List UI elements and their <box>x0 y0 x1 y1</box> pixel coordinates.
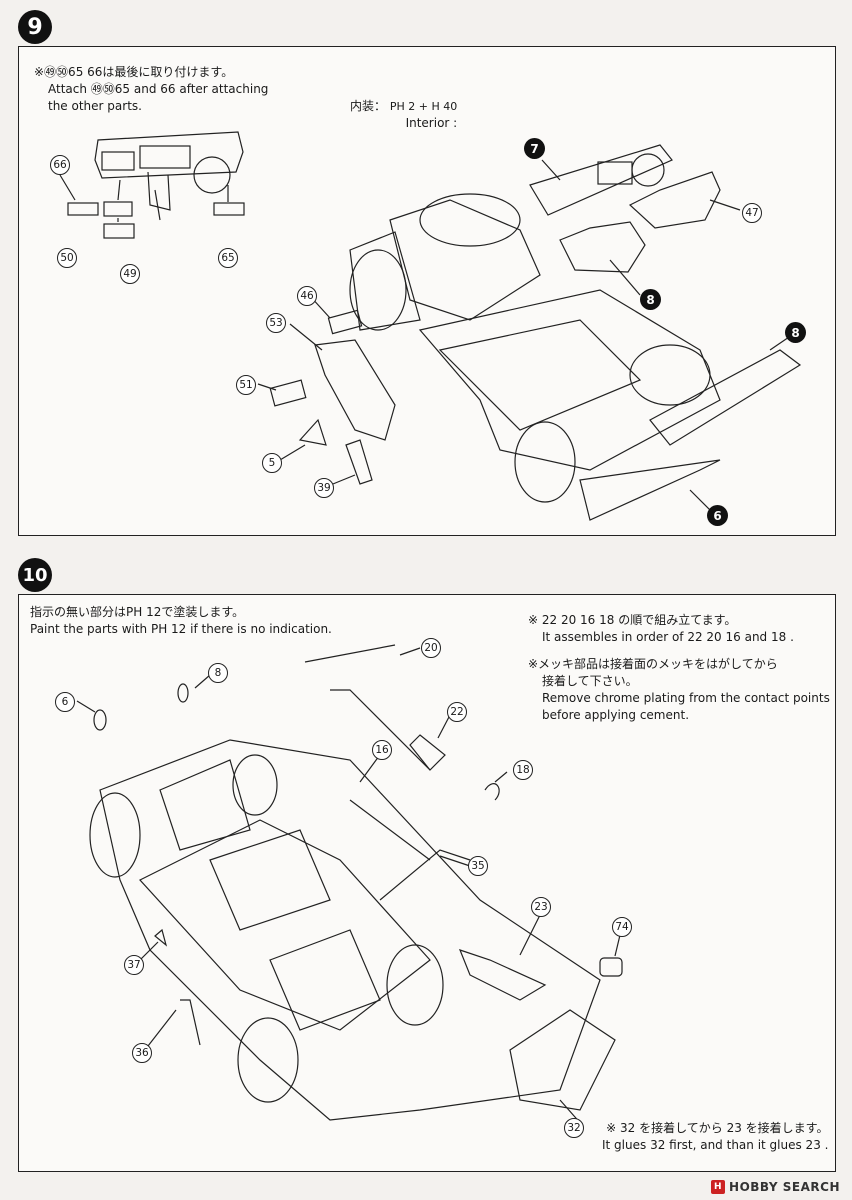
part-39: 39 <box>314 478 334 498</box>
part-8-floor: 8 <box>785 322 806 343</box>
interior-paint-code: PH 2 + H 40 <box>389 100 458 113</box>
hobby-search-logo: H <box>711 1180 726 1194</box>
part-7: 7 <box>524 138 545 159</box>
part-50: 50 <box>57 248 77 268</box>
step-10-panel <box>18 594 836 1172</box>
step-10-paint-jp: 指示の無い部分はPH 12で塗装します。 <box>30 605 245 619</box>
part-16: 16 <box>372 740 392 760</box>
part-32: 32 <box>564 1118 584 1138</box>
chrome-jp-2: 接着して下さい。 <box>542 674 638 688</box>
step-10-paint-en: Paint the parts with PH 12 if there is n… <box>30 622 332 636</box>
part-18: 18 <box>513 760 533 780</box>
chrome-en-1: Remove chrome plating from the contact p… <box>542 691 830 705</box>
step-9-note-en-2: the other parts. <box>48 99 142 113</box>
glue-order-note: ※ 32 を接着してから 23 を接着します。 It glues 32 firs… <box>588 1120 828 1154</box>
hobby-search-text: HOBBY SEARCH <box>729 1180 840 1194</box>
assembly-order-note: ※ 22 20 16 18 の順で組み立てます。 It assembles in… <box>528 612 794 646</box>
part-53: 53 <box>266 313 286 333</box>
interior-label-en: Interior : <box>405 116 458 130</box>
part-6-bracket: 6 <box>55 692 75 712</box>
glue-order-en: It glues 32 first, and than it glues 23 … <box>602 1138 829 1152</box>
part-23: 23 <box>531 897 551 917</box>
step-9-note-en-1: Attach ㊾㊿65 and 66 after attaching <box>48 82 269 96</box>
chrome-en-2: before applying cement. <box>542 708 690 722</box>
part-5: 5 <box>262 453 282 473</box>
part-37: 37 <box>124 955 144 975</box>
part-8-bracket: 8 <box>208 663 228 683</box>
interior-label-jp: 内装： <box>349 99 386 113</box>
interior-paint-note: 内装： PH 2 + H 40 Interior : <box>340 98 457 132</box>
part-74: 74 <box>612 917 632 937</box>
glue-order-jp: ※ 32 を接着してから 23 を接着します。 <box>606 1121 829 1135</box>
part-8-seat: 8 <box>640 289 661 310</box>
step-10-paint-note: 指示の無い部分はPH 12で塗装します。 Paint the parts wit… <box>30 604 332 638</box>
step-9-attach-note: ※㊾㊿65 66は最後に取り付けます。 Attach ㊾㊿65 and 66 a… <box>34 64 268 115</box>
step-9-note-jp: ※㊾㊿65 66は最後に取り付けます。 <box>34 65 234 79</box>
part-46: 46 <box>297 286 317 306</box>
chrome-jp-1: ※メッキ部品は接着面のメッキをはがしてから <box>528 657 778 671</box>
part-22: 22 <box>447 702 467 722</box>
part-51: 51 <box>236 375 256 395</box>
part-66-inset: 66 <box>50 155 70 175</box>
part-6: 6 <box>707 505 728 526</box>
part-47: 47 <box>742 203 762 223</box>
part-20: 20 <box>421 638 441 658</box>
part-49: 49 <box>120 264 140 284</box>
chrome-note: ※メッキ部品は接着面のメッキをはがしてから 接着して下さい。 Remove ch… <box>528 656 830 724</box>
part-36: 36 <box>132 1043 152 1063</box>
assembly-order-jp: ※ 22 20 16 18 の順で組み立てます。 <box>528 613 737 627</box>
step-9-badge: 9 <box>18 10 52 44</box>
step-10-badge: 10 <box>18 558 52 592</box>
part-35: 35 <box>468 856 488 876</box>
hobby-search-watermark: H HOBBY SEARCH <box>711 1180 840 1194</box>
assembly-order-en: It assembles in order of 22 20 16 and 18… <box>542 630 794 644</box>
step-9-panel <box>18 46 836 536</box>
part-65: 65 <box>218 248 238 268</box>
